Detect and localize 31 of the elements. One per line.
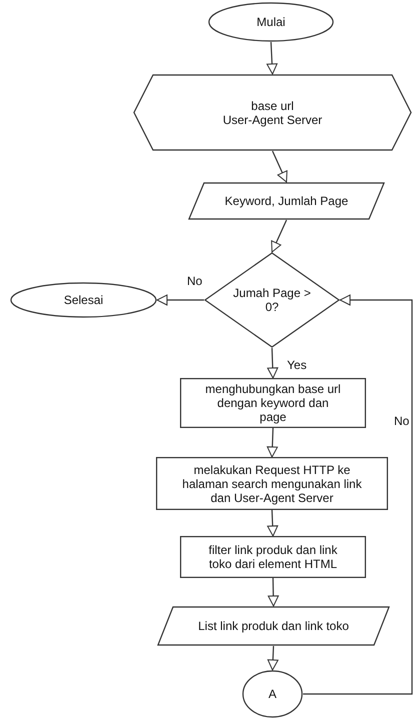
node-text: A xyxy=(267,687,278,701)
arrow xyxy=(267,510,278,536)
arrow xyxy=(268,578,279,606)
start-terminal xyxy=(208,2,334,42)
arrow xyxy=(271,220,288,252)
node-text: Mulai xyxy=(256,15,286,29)
arrow xyxy=(266,428,278,458)
output-parallelogram xyxy=(157,606,390,646)
node-text: menghubungkan base url dengan keyword dan page xyxy=(204,382,342,424)
process-box xyxy=(180,378,366,428)
decision-diamond xyxy=(204,252,340,348)
node-text: melakukan Request HTTP ke halaman search mengunakan link dan User-Agent Server xyxy=(181,462,363,504)
node-text: Selesai xyxy=(62,293,104,307)
preparation-hexagon xyxy=(133,74,412,151)
process-box xyxy=(156,457,388,510)
node-text: User-Agent Server xyxy=(222,112,324,126)
arrow xyxy=(303,294,413,695)
node-text: Keyword, Jumlah Page xyxy=(224,194,350,208)
arrow xyxy=(267,646,278,670)
node-text: Jumah Page > 0? xyxy=(232,286,312,314)
node-text: List link produk dan link toko xyxy=(197,619,350,633)
end-terminal xyxy=(10,282,157,318)
arrow xyxy=(267,348,278,378)
arrow xyxy=(156,294,204,306)
process-box xyxy=(180,536,366,578)
connector-circle xyxy=(242,670,303,718)
arrow xyxy=(272,150,288,182)
node-text: base url xyxy=(250,98,295,112)
node-text: filter link produk dan link toko dari element HTML xyxy=(208,543,338,571)
input-parallelogram xyxy=(188,182,385,220)
arrow xyxy=(266,42,278,74)
